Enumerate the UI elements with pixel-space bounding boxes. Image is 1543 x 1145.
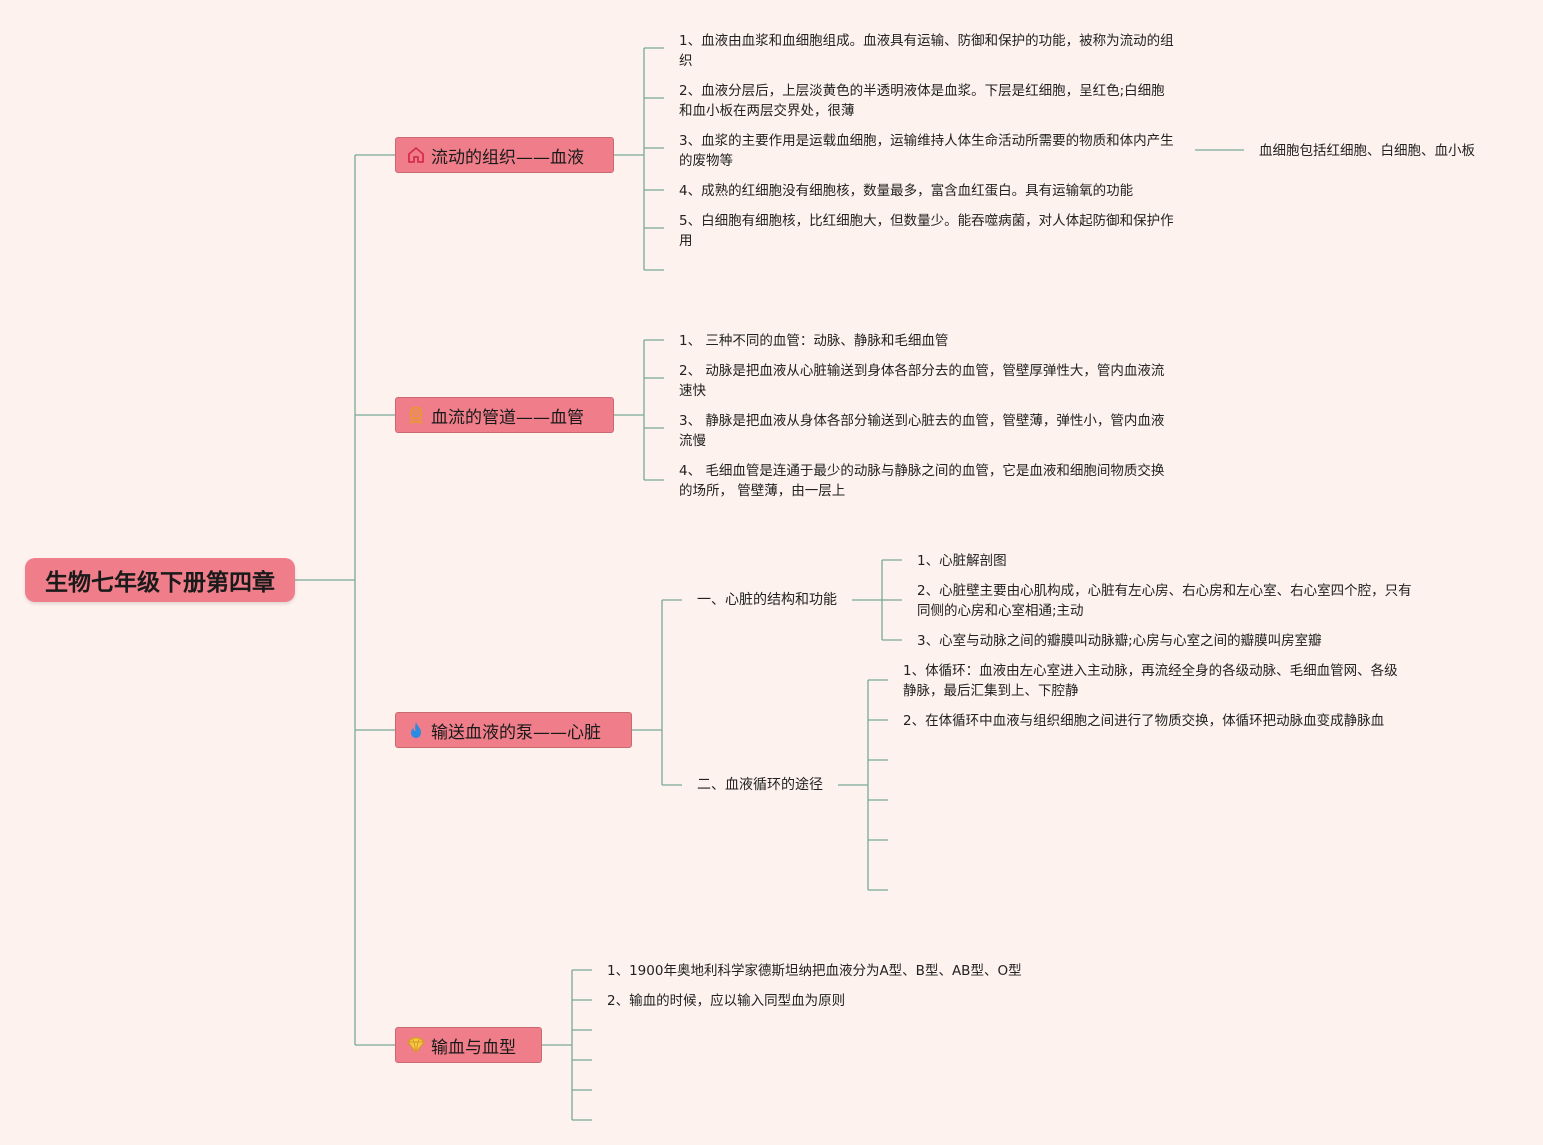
vessel-item-4: 4、 毛细血管是连通于最少的动脉与静脉之间的血管，它是血液和细胞间物质交换的场所… (679, 461, 1169, 501)
topic-transfusion[interactable]: 输血与血型 (395, 1027, 542, 1063)
root-topic[interactable]: 生物七年级下册第四章 (25, 558, 295, 602)
blood-item-2: 2、血液分层后，上层淡黄色的半透明液体是血浆。下层是红细胞，呈红色;白细胞和血小… (679, 81, 1169, 121)
vessel-item-3: 3、 静脉是把血液从身体各部分输送到心脏去的血管，管壁薄，弹性小，管内血液流慢 (679, 411, 1169, 451)
topic-blood-label: 流动的组织——血液 (431, 147, 584, 168)
transfusion-item-1: 1、1900年奥地利科学家德斯坦纳把血液分为A型、B型、AB型、O型 (607, 961, 1022, 981)
topic-vessel-label: 血流的管道——血管 (431, 407, 584, 428)
topic-heart-label: 输送血液的泵——心脏 (431, 722, 601, 743)
vessel-item-2: 2、 动脉是把血液从心脏输送到身体各部分去的血管，管壁厚弹性大，管内血液流速快 (679, 361, 1169, 401)
blood-item-3: 3、血浆的主要作用是运载血细胞，运输维持人体生命活动所需要的物质和体内产生的废物… (679, 131, 1179, 171)
diamond-icon (406, 1035, 426, 1055)
topic-blood[interactable]: 流动的组织——血液 (395, 137, 614, 173)
home-icon (406, 145, 426, 165)
circulation-item-2: 2、在体循环中血液与组织细胞之间进行了物质交换，体循环把动脉血变成静脉血 (903, 711, 1385, 731)
heart-structure-topic[interactable]: 一、心脏的结构和功能 (697, 592, 837, 608)
topic-heart[interactable]: 输送血液的泵——心脏 (395, 712, 632, 748)
blood-cells-note: 血细胞包括红细胞、白细胞、血小板 (1259, 141, 1475, 161)
topic-transfusion-label: 输血与血型 (431, 1037, 516, 1058)
blood-item-1: 1、血液由血浆和血细胞组成。血液具有运输、防御和保护的功能，被称为流动的组织 (679, 31, 1179, 71)
transfusion-item-2: 2、输血的时候，应以输入同型血为原则 (607, 991, 846, 1011)
vessel-item-1: 1、 三种不同的血管：动脉、静脉和毛细血管 (679, 331, 1169, 351)
flame-icon (406, 720, 426, 740)
heart-structure-item-3: 3、心室与动脉之间的瓣膜叫动脉瓣;心房与心室之间的瓣膜叫房室瓣 (917, 631, 1322, 651)
circulation-item-1: 1、体循环：血液由左心室进入主动脉，再流经全身的各级动脉、毛细血管网、各级静脉，… (903, 661, 1403, 701)
blood-circulation-topic[interactable]: 二、血液循环的途径 (697, 777, 823, 793)
topic-vessel[interactable]: 血流的管道——血管 (395, 397, 614, 433)
heart-structure-item-1: 1、心脏解剖图 (917, 551, 1007, 571)
award-icon (406, 405, 426, 425)
blood-item-5: 5、白细胞有细胞核，比红细胞大，但数量少。能吞噬病菌，对人体起防御和保护作用 (679, 211, 1179, 251)
heart-structure-item-2: 2、心脏壁主要由心肌构成，心脏有左心房、右心房和左心室、右心室四个腔，只有同侧的… (917, 581, 1417, 621)
blood-item-4: 4、成熟的红细胞没有细胞核，数量最多，富含血红蛋白。具有运输氧的功能 (679, 181, 1179, 201)
